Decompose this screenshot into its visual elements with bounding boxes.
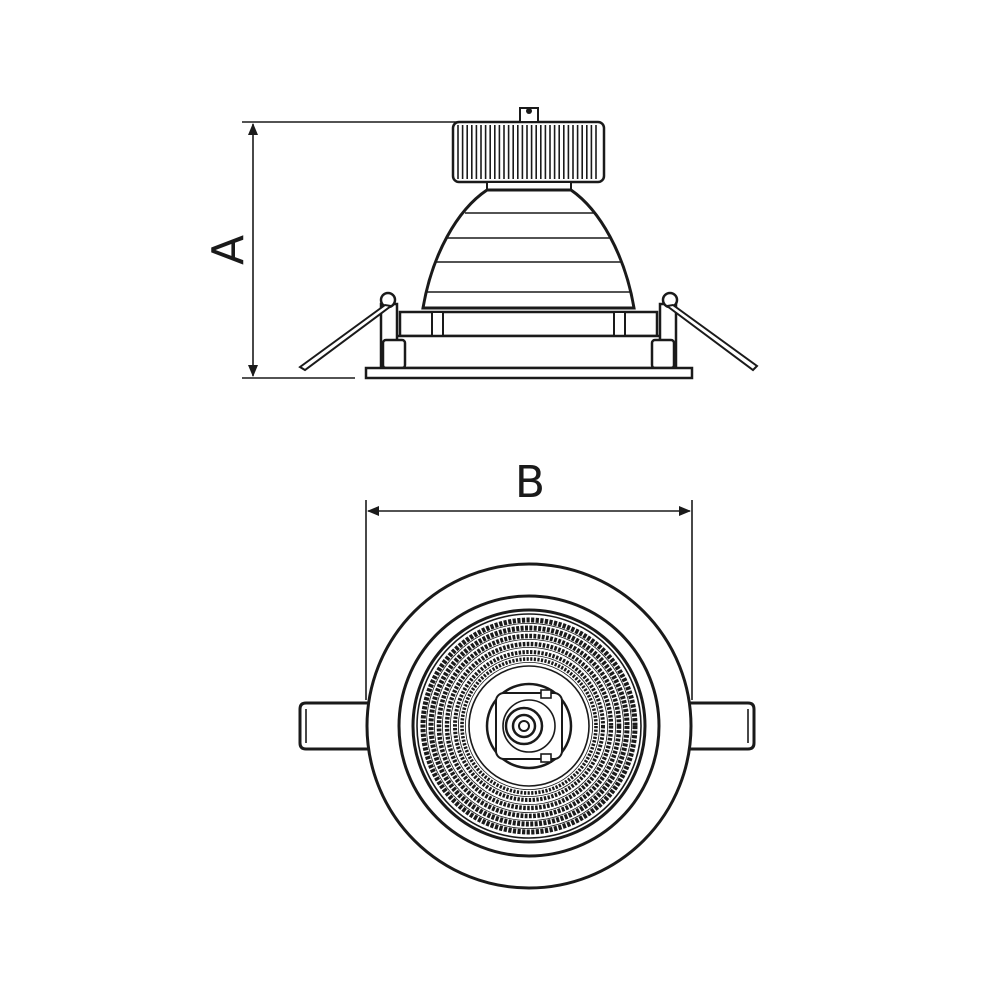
left-bracket	[379, 302, 407, 370]
base-flange	[364, 366, 694, 380]
housing-body	[391, 334, 666, 370]
gimbal-band	[398, 310, 659, 338]
dimension-b: B	[365, 457, 693, 700]
side-view: A	[203, 107, 759, 380]
heatsink	[451, 107, 606, 184]
left-tab	[298, 701, 372, 751]
dimension-a-label: A	[203, 235, 254, 265]
right-spring-clip	[661, 291, 759, 372]
reflector-cone	[421, 188, 636, 310]
front-view: B	[298, 457, 756, 890]
dimension-a: A	[203, 121, 458, 379]
led-module	[485, 682, 573, 770]
right-tab	[686, 701, 756, 751]
left-spring-clip	[298, 291, 397, 372]
dimension-b-label: B	[515, 457, 545, 508]
